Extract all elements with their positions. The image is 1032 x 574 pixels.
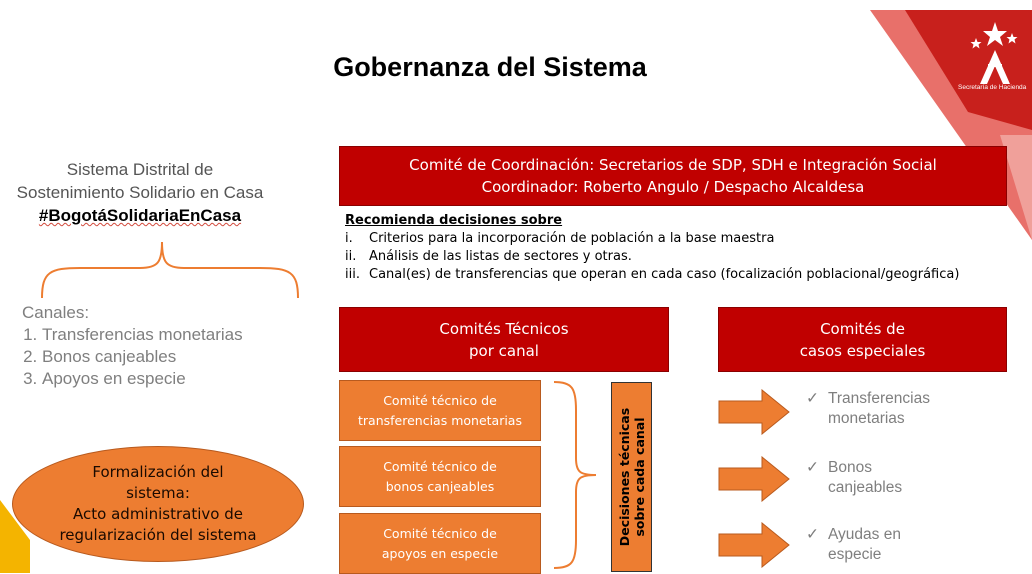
checkmark-icon: ✓ <box>806 390 819 407</box>
special-committees-header: Comités de casos especiales <box>718 307 1007 372</box>
technical-header-line: Comités Técnicos <box>439 319 569 338</box>
recommendation-item: iii. Canal(es) de transferencias que ope… <box>345 266 1025 284</box>
recommendation-item: ii. Análisis de las listas de sectores y… <box>345 248 1025 266</box>
page-title: Gobernanza del Sistema <box>333 52 647 82</box>
checkmark-icon: ✓ <box>806 526 819 543</box>
recommendation-text: Canal(es) de transferencias que operan e… <box>369 267 960 282</box>
special-case-line: Bonos <box>828 459 872 476</box>
right-arrow-icon <box>718 456 790 502</box>
technical-box-line: Comité técnico de <box>383 392 497 408</box>
special-case-line: canjeables <box>828 479 903 496</box>
channels-list: Canales: Transferencias monetarias Bonos… <box>22 302 243 390</box>
channels-title: Canales: <box>22 303 90 322</box>
technical-committee-box: Comité técnico de transferencias monetar… <box>339 380 541 441</box>
recommendation-item: i. Criterios para la incorporación de po… <box>345 230 1025 248</box>
curly-brace-icon <box>41 241 299 299</box>
technical-decisions-box: Decisiones técnicas sobre cada canal <box>611 382 652 572</box>
special-header-line: Comités de <box>820 319 905 338</box>
technical-header-line: por canal <box>469 341 539 360</box>
special-case-item: ✓ Ayudas en especie <box>806 525 901 565</box>
technical-box-line: bonos canjeables <box>385 478 495 494</box>
hashtag: #BogotáSolidariaEnCasa <box>38 206 242 225</box>
right-curly-brace-icon <box>553 381 597 569</box>
technical-box-line: apoyos en especie <box>381 545 499 561</box>
technical-committee-box: Comité técnico de bonos canjeables <box>339 446 541 507</box>
star-logo-icon <box>970 22 1018 84</box>
recommendation-number: i. <box>345 231 353 246</box>
recommendation-text: Análisis de las listas de sectores y otr… <box>369 249 632 264</box>
technical-committees-header: Comités Técnicos por canal <box>339 307 669 372</box>
right-arrow-icon <box>718 389 790 435</box>
recommendation-text: Criterios para la incorporación de pobla… <box>369 231 775 246</box>
yellow-corner-decoration <box>0 500 30 573</box>
formalization-line: regularización del sistema <box>59 526 257 544</box>
coordination-committee-box: Comité de Coordinación: Secretarios de S… <box>339 146 1007 206</box>
technical-box-line: Comité técnico de <box>383 458 497 474</box>
special-case-line: monetarias <box>828 410 905 427</box>
special-header-line: casos especiales <box>799 341 926 360</box>
system-title: Sistema Distrital de Sostenimiento Solid… <box>0 158 280 227</box>
channel-item: Bonos canjeables <box>42 346 243 368</box>
recommendation-number: ii. <box>345 249 357 264</box>
technical-committee-box: Comité técnico de apoyos en especie <box>339 513 541 574</box>
recommendations-title: Recomienda decisiones sobre <box>345 213 563 228</box>
checkmark-icon: ✓ <box>806 459 819 476</box>
logo-caption: Secretaría de Hacienda <box>958 84 1027 91</box>
special-case-item: ✓ Transferencias monetarias <box>806 389 930 429</box>
channel-item: Transferencias monetarias <box>42 324 243 346</box>
right-arrow-icon <box>718 522 790 568</box>
coordination-line2: Coordinador: Roberto Angulo / Despacho A… <box>481 178 865 196</box>
special-case-line: Transferencias <box>828 390 930 407</box>
formalization-ellipse: Formalización del sistema: Acto administ… <box>12 446 304 562</box>
recommendation-number: iii. <box>345 267 360 282</box>
decisions-line: Decisiones técnicas <box>616 407 632 547</box>
technical-box-line: Comité técnico de <box>383 525 497 541</box>
channel-item: Apoyos en especie <box>42 368 243 390</box>
system-title-line1: Sistema Distrital de <box>66 160 214 179</box>
technical-box-line: transferencias monetarias <box>358 412 522 428</box>
system-title-line2: Sostenimiento Solidario en Casa <box>16 183 264 202</box>
recommendations: Recomienda decisiones sobre i. Criterios… <box>345 212 1025 284</box>
coordination-line1: Comité de Coordinación: Secretarios de S… <box>409 156 937 174</box>
formalization-line: Acto administrativo de <box>73 505 243 523</box>
formalization-line: Formalización del <box>92 463 224 481</box>
formalization-line: sistema: <box>126 484 190 502</box>
special-case-line: especie <box>828 546 882 563</box>
special-case-item: ✓ Bonos canjeables <box>806 458 902 498</box>
decisions-line: sobre cada canal <box>631 417 647 537</box>
special-case-line: Ayudas en <box>828 526 901 543</box>
